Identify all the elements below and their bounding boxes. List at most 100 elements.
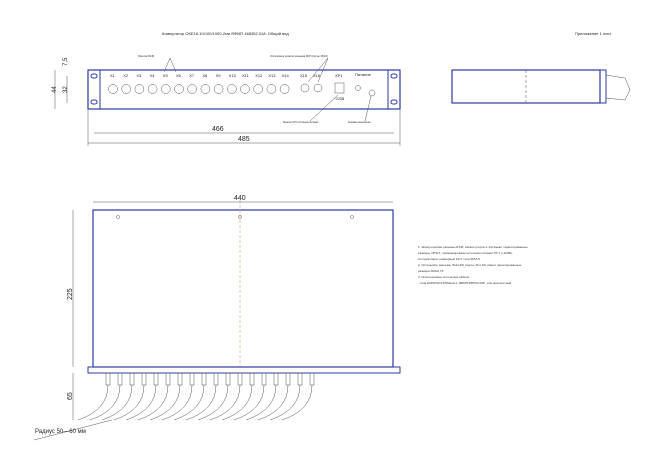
rack-ear-left bbox=[87, 69, 101, 110]
cable-connector bbox=[141, 372, 147, 386]
port-label: X9 bbox=[216, 73, 222, 78]
power-connector-xp1 bbox=[334, 82, 345, 94]
cable-connector bbox=[261, 372, 267, 386]
port-label: X11 bbox=[242, 73, 250, 78]
mount-hole bbox=[90, 99, 98, 105]
power-label: Питание bbox=[355, 72, 372, 77]
cable bbox=[197, 384, 229, 421]
cable-connector bbox=[201, 372, 207, 386]
dim-485: 485 bbox=[238, 136, 250, 143]
rj45-port bbox=[240, 84, 250, 94]
port-label: X13 bbox=[268, 73, 276, 78]
cable bbox=[125, 384, 157, 421]
port-label: X6 bbox=[176, 73, 182, 78]
port-label: X4 bbox=[150, 73, 156, 78]
cable-connector bbox=[285, 372, 291, 386]
cable bbox=[221, 384, 253, 421]
rj45-port bbox=[121, 84, 131, 94]
cable-connector bbox=[213, 372, 219, 386]
xp1-label: XP1 bbox=[335, 73, 343, 78]
port-label: X2 bbox=[123, 73, 129, 78]
callout-ground: Клемма заземления bbox=[348, 121, 371, 124]
cable-connector bbox=[297, 372, 303, 386]
cable bbox=[89, 384, 121, 421]
callout-optical: Оптические розетки разъема SFP (порты 15… bbox=[270, 54, 328, 58]
port-label: X14 bbox=[282, 73, 290, 78]
port-label: X8 bbox=[202, 73, 208, 78]
cable-connector bbox=[225, 372, 231, 386]
cable bbox=[77, 384, 109, 421]
cable-bundle bbox=[77, 372, 315, 421]
rj45-port bbox=[161, 84, 171, 94]
port-label: X7 bbox=[189, 73, 195, 78]
cable bbox=[269, 384, 301, 421]
cable bbox=[281, 384, 313, 421]
cable-connector bbox=[165, 372, 171, 386]
cable-connector bbox=[177, 372, 183, 386]
drawing-title: Коммутатор ОКЕ16-10/100/1000-2ми ЯФМП.46… bbox=[162, 31, 289, 36]
side-view bbox=[451, 69, 631, 104]
note-line: который имеет размерный 10х7 типа SPM-S. bbox=[418, 257, 481, 261]
rj45-port bbox=[213, 84, 224, 94]
cable-connector bbox=[153, 372, 159, 386]
voltage-label: ~220В bbox=[334, 97, 345, 101]
cable bbox=[233, 384, 265, 421]
note-line: 3. Используемые оптические кабели : bbox=[418, 275, 471, 279]
port-label: X1 bbox=[110, 73, 116, 78]
ground-terminal-icon bbox=[368, 89, 376, 97]
cable bbox=[245, 384, 277, 421]
port-label: X12 bbox=[255, 73, 263, 78]
rj45-port bbox=[147, 84, 158, 94]
rj45-port bbox=[253, 84, 263, 94]
cable-connector bbox=[249, 372, 255, 386]
cable-connector bbox=[117, 372, 123, 386]
rj45-port bbox=[108, 84, 118, 94]
cable bbox=[101, 384, 133, 421]
cable-connector bbox=[237, 372, 243, 386]
dim-32: 32 bbox=[63, 86, 69, 93]
cable bbox=[161, 384, 193, 421]
port-label: X16 bbox=[313, 73, 321, 78]
dim-440: 440 bbox=[234, 195, 246, 202]
note-line: 2. Оптические разъемы (Telco15) (порты 1… bbox=[418, 263, 522, 267]
cable bbox=[209, 384, 241, 421]
callout-power: Розетка XP1 источника питания bbox=[283, 121, 319, 124]
cable-connector bbox=[273, 372, 279, 386]
mount-hole bbox=[390, 73, 398, 79]
dim-225: 225 bbox=[67, 288, 74, 300]
cable bbox=[149, 384, 181, 421]
optical-ports: X15 X16 bbox=[300, 73, 323, 93]
dim-466: 466 bbox=[212, 126, 224, 133]
cable bbox=[113, 384, 145, 421]
rj45-port bbox=[279, 84, 290, 94]
mount-hole bbox=[90, 73, 98, 79]
port-label: X15 bbox=[300, 73, 308, 78]
bend-radius-label: Радиус 50—60 мм bbox=[35, 429, 86, 435]
sheet-label: Приложение 1 лист bbox=[575, 31, 611, 36]
callout-rj45: Розетки RJ45 bbox=[138, 54, 155, 58]
dim-7-5: 7,5 bbox=[63, 57, 69, 66]
rj45-port bbox=[227, 84, 237, 94]
rj45-port bbox=[134, 84, 145, 94]
note-line: размеры 8х9х0,75. bbox=[418, 269, 445, 273]
rack-ear-right bbox=[387, 69, 401, 110]
cable bbox=[185, 384, 217, 421]
note-line: размеры 18*9х7, промаркированы источники… bbox=[418, 251, 513, 255]
rj45-port bbox=[174, 84, 184, 94]
rj45-port bbox=[200, 84, 211, 94]
cable bbox=[173, 384, 205, 421]
port-label: X3 bbox=[136, 73, 142, 78]
notes-block: 1. Электрические разъемы RJ45, кабель (п… bbox=[418, 244, 558, 286]
note-line: - типа DOP6/SC4,5/SMlean-L ЯФМП.685752.0… bbox=[418, 281, 513, 285]
mount-hole bbox=[390, 99, 398, 105]
cable-connector bbox=[189, 372, 195, 386]
cable-connector bbox=[309, 372, 315, 386]
cable bbox=[137, 384, 169, 421]
rj45-port bbox=[266, 84, 277, 94]
cable bbox=[257, 384, 289, 421]
rj45-port bbox=[187, 84, 197, 94]
note-line: 1. Электрические разъемы RJ45, кабель (п… bbox=[418, 245, 528, 249]
cable-connector bbox=[105, 372, 111, 386]
